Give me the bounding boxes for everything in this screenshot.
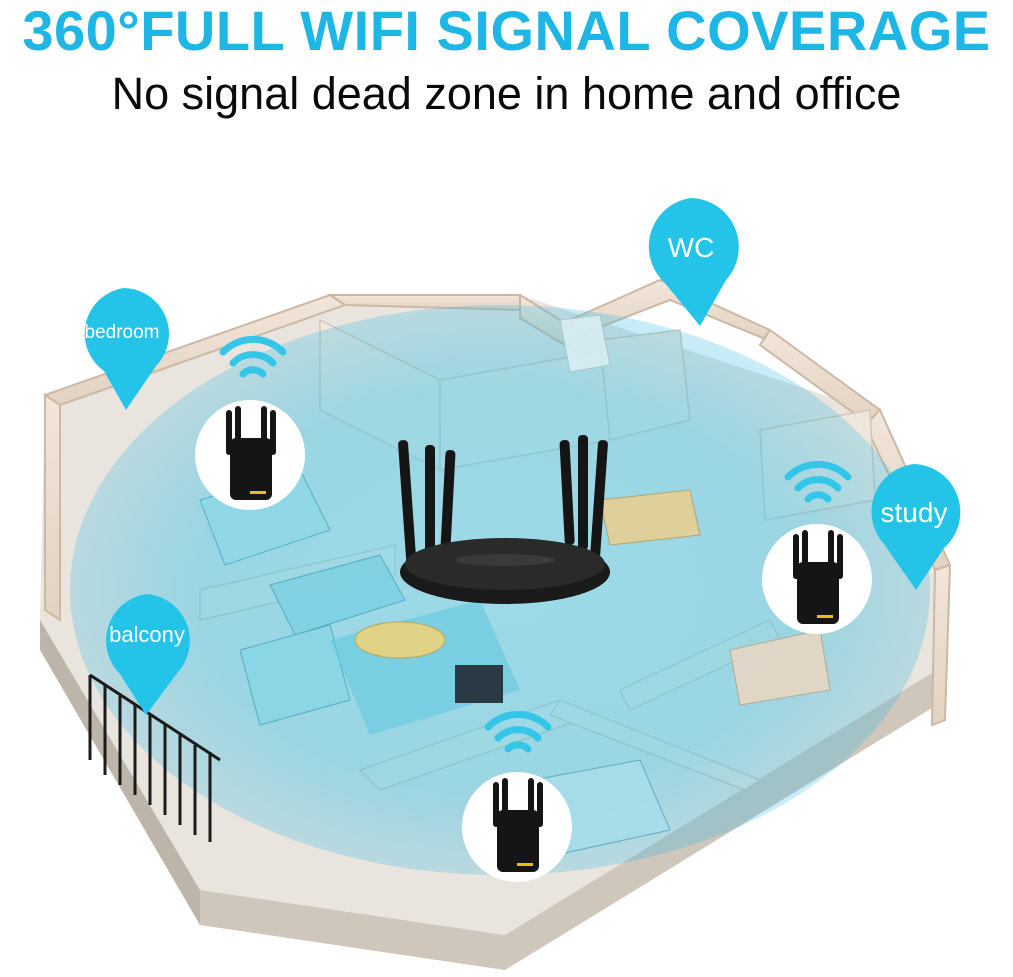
- room-label-study: study: [880, 497, 948, 528]
- wifi-signal-icon: [219, 335, 287, 378]
- wifi-signal-icon: [484, 710, 552, 753]
- extender-callout-bedroom: [195, 400, 305, 510]
- subheadline: No signal dead zone in home and office: [111, 68, 902, 119]
- range-extender: [497, 810, 539, 872]
- location-pin-icon: [648, 198, 739, 326]
- location-pin-icon: [106, 594, 190, 715]
- room-label-balcony: balcony: [109, 622, 185, 647]
- range-extender: [797, 562, 839, 624]
- room-label-bedroom: bedroom: [84, 322, 160, 343]
- furniture: [199, 314, 831, 866]
- headline: 360°FULL WIFI SIGNAL COVERAGE: [22, 0, 991, 62]
- extender-callout-bedroom-2: [462, 772, 572, 882]
- balcony-railing: [88, 673, 221, 842]
- extender-callout-study: [762, 524, 872, 634]
- wifi-signal-icon: [784, 460, 852, 503]
- location-pin-icon: [84, 288, 169, 410]
- room-label-wc: WC: [667, 232, 715, 263]
- range-extender: [230, 438, 272, 500]
- location-pin-icon: [871, 464, 961, 590]
- router: [398, 435, 610, 604]
